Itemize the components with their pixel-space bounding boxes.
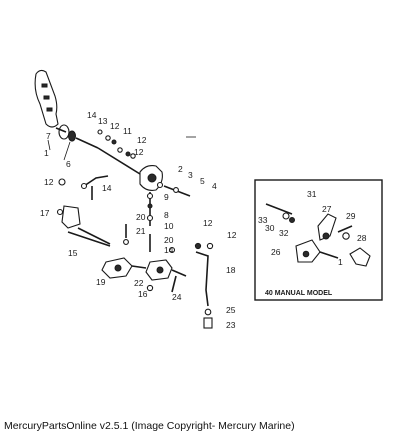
washer	[117, 147, 123, 153]
parts-diagram: 1 7 6 14 13 12 11 12 12 2 3 5 4 12 14 9 …	[34, 69, 383, 330]
nut	[125, 151, 131, 157]
callout-20: 20	[136, 212, 146, 222]
callout-12: 12	[134, 147, 144, 157]
inset-block	[295, 239, 321, 263]
nut	[111, 139, 117, 145]
washer	[105, 135, 111, 141]
pin	[97, 129, 103, 135]
callout-6: 6	[66, 159, 71, 169]
inset-lever	[317, 213, 337, 241]
callout-3: 3	[188, 170, 193, 180]
callout-18: 18	[226, 265, 236, 275]
callout-19: 19	[96, 277, 106, 287]
main-assembly	[34, 69, 214, 329]
callout-4: 4	[212, 181, 217, 191]
callout-10: 10	[164, 221, 174, 231]
callout-16: 16	[138, 289, 148, 299]
callout-1: 1	[338, 257, 343, 267]
callout-20: 20	[164, 235, 174, 245]
callout-12: 12	[203, 218, 213, 228]
callout-28: 28	[357, 233, 367, 243]
callout-7: 7	[46, 131, 51, 141]
callout-11: 11	[123, 126, 132, 136]
callout-12: 12	[227, 230, 237, 240]
washer	[130, 153, 136, 159]
callout-32: 32	[279, 228, 289, 238]
callout-31: 31	[307, 189, 317, 199]
callout-9: 9	[164, 192, 169, 202]
handle-slot	[46, 107, 53, 112]
handle-slot	[41, 83, 48, 88]
callout-2: 2	[178, 164, 183, 174]
callout-14: 14	[164, 245, 174, 255]
callout-labels: 1 7 6 14 13 12 11 12 12 2 3 5 4 12 14 9 …	[40, 110, 367, 330]
callout-1: 1	[44, 148, 49, 158]
copyright-footer: MercuryPartsOnline v2.5.1 (Image Copyrig…	[4, 420, 295, 432]
callout-26: 26	[271, 247, 281, 257]
bracket	[61, 205, 81, 229]
callout-14: 14	[87, 110, 97, 120]
callout-12: 12	[137, 135, 147, 145]
pin-23	[203, 317, 213, 329]
callout-12: 12	[110, 121, 120, 131]
callout-29: 29	[346, 211, 356, 221]
callout-27: 27	[322, 204, 332, 214]
callout-8: 8	[164, 210, 169, 220]
lever-hub	[147, 173, 157, 183]
callout-25: 25	[226, 305, 236, 315]
callout-30: 30	[265, 223, 275, 233]
inset-40-manual	[254, 179, 383, 301]
callout-23: 23	[226, 320, 236, 330]
washer	[58, 178, 66, 186]
callout-17: 17	[40, 208, 50, 218]
callout-14: 14	[102, 183, 112, 193]
callout-21: 21	[136, 226, 146, 236]
callout-33: 33	[258, 215, 268, 225]
callout-15: 15	[68, 248, 78, 258]
callout-22: 22	[134, 278, 144, 288]
callout-24: 24	[172, 292, 182, 302]
handle-slot	[43, 95, 50, 100]
callout-12: 12	[44, 177, 54, 187]
bushing	[68, 130, 76, 142]
inset-caption: 40 MANUAL MODEL	[265, 290, 333, 297]
callout-5: 5	[200, 176, 205, 186]
callout-13: 13	[98, 116, 108, 126]
